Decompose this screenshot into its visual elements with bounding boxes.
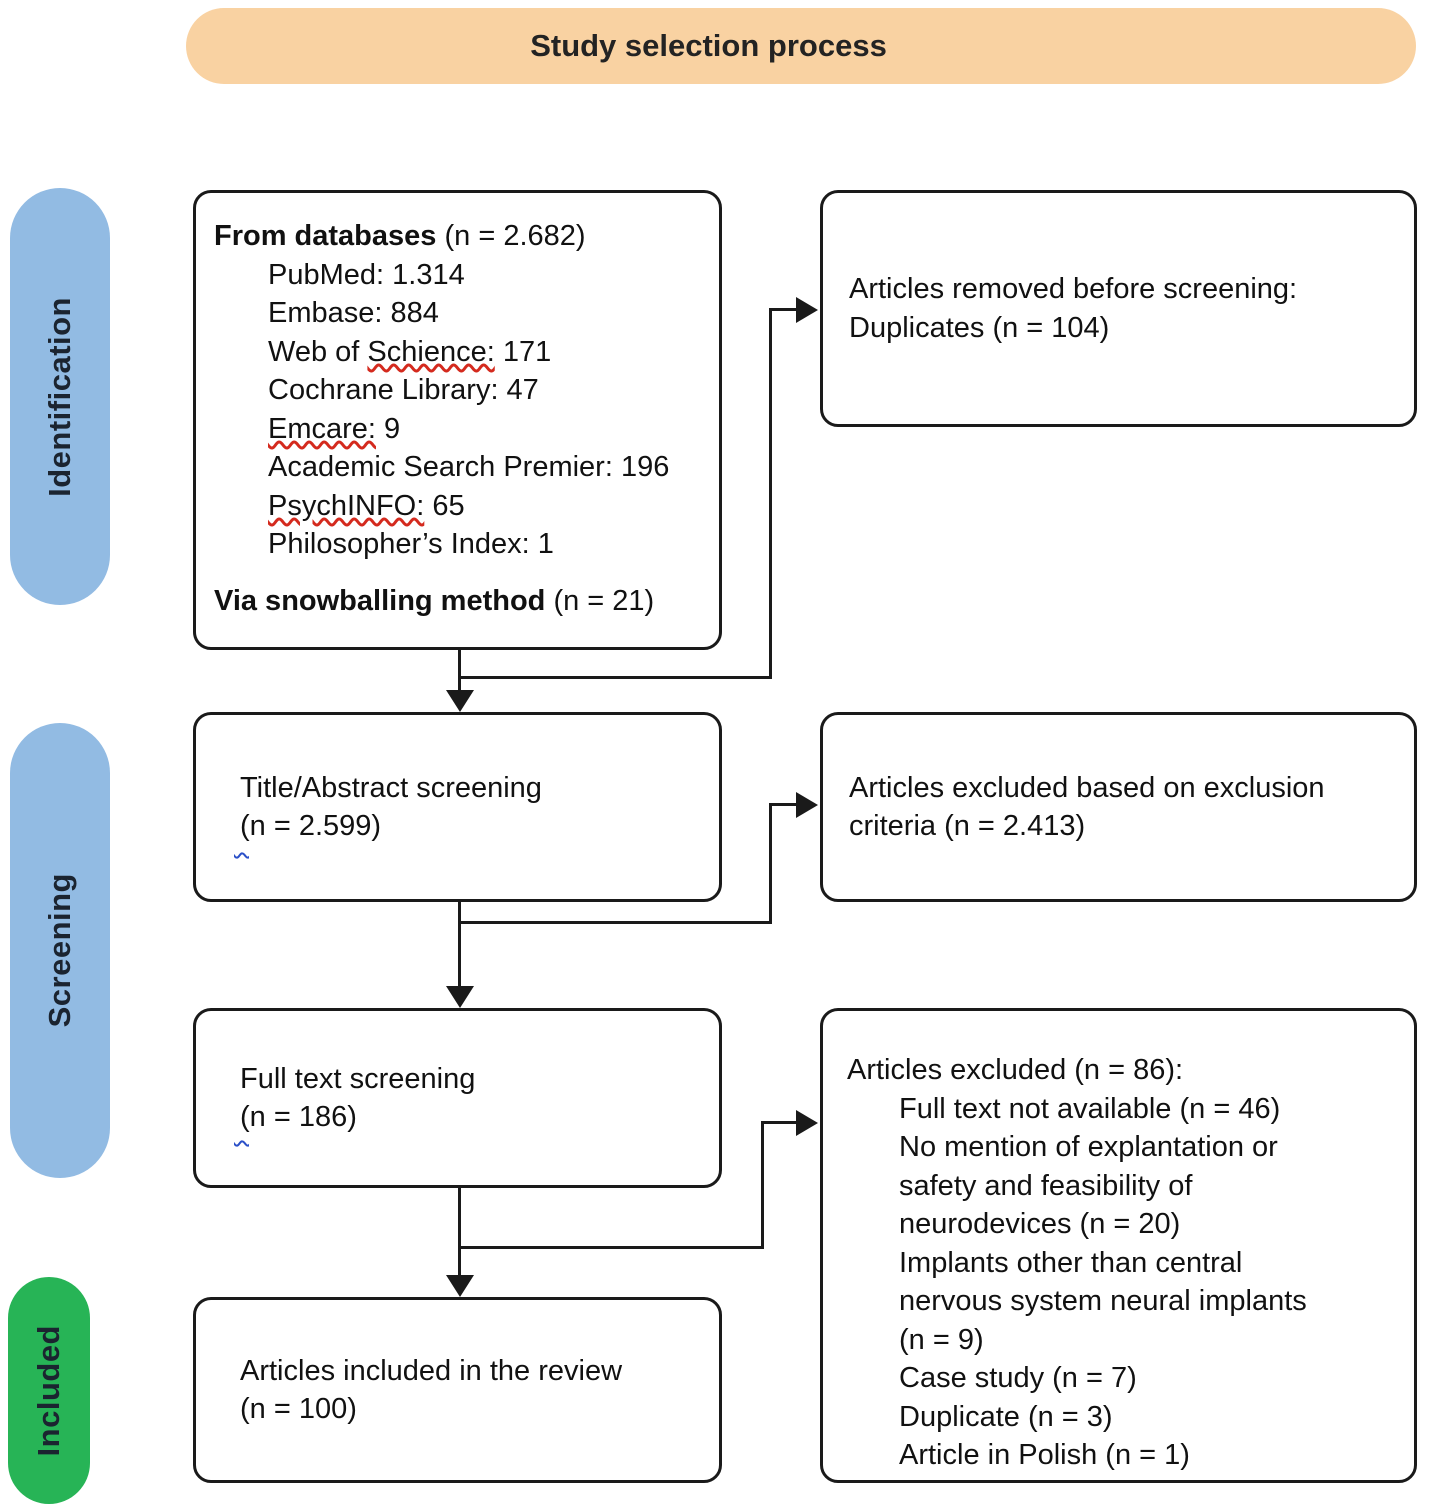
arrow-right-icon [796, 1110, 818, 1136]
item-text: PubMed: 1.314 [268, 258, 465, 291]
arrow-down-icon [446, 690, 474, 712]
exclusion-item: Implants other than central [899, 1246, 1243, 1279]
box-line-title: Articles excluded (n = 86): [847, 1054, 1184, 1086]
diagram-title: Study selection process [530, 28, 887, 63]
database-item: PsychINFO: 65 [214, 487, 707, 526]
arrow-right-icon [796, 792, 818, 818]
item-text: Cochrane Library: 47 [268, 374, 539, 406]
item-text: Embase: 884 [268, 297, 439, 329]
database-item: Cochrane Library: 47 [214, 371, 707, 410]
box-line: Title/Abstract screening [240, 771, 542, 804]
item-count: 65 [424, 489, 465, 522]
connector-line [770, 308, 798, 311]
exclusion-item: Duplicate (n = 3) [899, 1400, 1113, 1433]
box-line: Articles removed before screening: [849, 273, 1298, 305]
item-text: Academic Search Premier: 196 [268, 451, 670, 483]
connector-line [458, 1188, 461, 1276]
exclusion-item: No mention of explantation or [899, 1131, 1278, 1163]
database-item: Emcare: 9 [214, 410, 707, 449]
box-line: Articles included in the review [240, 1354, 623, 1387]
box-articles-included: Articles included in the review (n = 100… [193, 1297, 722, 1483]
blue-squiggle-artifact-icon [234, 838, 252, 848]
connector-line [458, 650, 461, 694]
box-line: Articles excluded based on exclusion [849, 771, 1325, 804]
exclusion-item: Full text not available (n = 46) [899, 1092, 1281, 1125]
item-text: Web of [268, 335, 368, 368]
blue-squiggle-artifact-icon [234, 1126, 252, 1136]
connector-line [769, 803, 772, 924]
exclusion-item: (n = 9) [899, 1323, 984, 1356]
footer-bold: Via snowballing method [214, 584, 546, 617]
box-line: Full text screening [240, 1062, 476, 1095]
box-excluded-by-criteria: Articles excluded based on exclusion cri… [820, 712, 1417, 902]
box-line: (n = 2.599) [240, 810, 382, 842]
exclusion-item: Article in Polish (n = 1) [899, 1439, 1190, 1471]
title-rest: (n = 2.682) [436, 220, 586, 252]
box-line: (n = 100) [240, 1393, 357, 1425]
item-misspelled: Schience: [367, 335, 495, 368]
item-count: 9 [375, 412, 401, 445]
stage-label-screening: Screening [10, 723, 110, 1178]
stage-label-included: Included [8, 1277, 90, 1504]
title-bold: From databases [214, 220, 437, 252]
exclusion-item: Case study (n = 7) [899, 1362, 1137, 1394]
box-excluded-full-text: Articles excluded (n = 86): Full text no… [820, 1008, 1417, 1483]
item-text: Philosopher’s Index: 1 [268, 528, 554, 560]
item-misspelled: Emcare: [268, 412, 376, 445]
diagram-title-banner: Study selection process [186, 8, 1416, 84]
arrow-down-icon [446, 986, 474, 1008]
exclusion-item: neurodevices (n = 20) [899, 1208, 1181, 1240]
arrow-right-icon [796, 297, 818, 323]
box-line-title: From databases (n = 2.682) [214, 217, 707, 256]
connector-line [458, 902, 461, 988]
database-item: PubMed: 1.314 [214, 256, 707, 295]
connector-line [458, 921, 772, 924]
stage-label-text: Included [31, 1324, 66, 1457]
footer-rest: (n = 21) [545, 584, 655, 617]
box-line-footer: Via snowballing method (n = 21) [214, 582, 707, 621]
database-item: Embase: 884 [214, 294, 707, 333]
box-identification-sources: From databases (n = 2.682) PubMed: 1.314… [193, 190, 722, 650]
box-articles-removed: Articles removed before screening: Dupli… [820, 190, 1417, 427]
box-line: criteria (n = 2.413) [849, 810, 1086, 842]
connector-line [458, 676, 772, 679]
connector-line [458, 1246, 764, 1249]
box-title-abstract-screening: Title/Abstract screening (n = 2.599) [193, 712, 722, 902]
exclusion-item: safety and feasibility of [899, 1169, 1193, 1202]
stage-label-text: Identification [42, 296, 77, 497]
stage-label-text: Screening [42, 873, 77, 1028]
connector-line [761, 1121, 764, 1249]
exclusion-item: nervous system neural implants [899, 1285, 1307, 1317]
stage-label-identification: Identification [10, 188, 110, 605]
connector-line [770, 803, 798, 806]
arrow-down-icon [446, 1275, 474, 1297]
box-line: (n = 186) [240, 1101, 357, 1133]
connector-line [769, 308, 772, 679]
database-item: Philosopher’s Index: 1 [214, 525, 707, 564]
item-count: 171 [494, 335, 552, 368]
box-full-text-screening: Full text screening (n = 186) [193, 1008, 722, 1188]
database-item: Web of Schience: 171 [214, 333, 707, 372]
connector-line [762, 1121, 798, 1124]
box-line: Duplicates (n = 104) [849, 311, 1110, 344]
database-item: Academic Search Premier: 196 [214, 448, 707, 487]
item-misspelled: PsychINFO: [268, 489, 425, 522]
